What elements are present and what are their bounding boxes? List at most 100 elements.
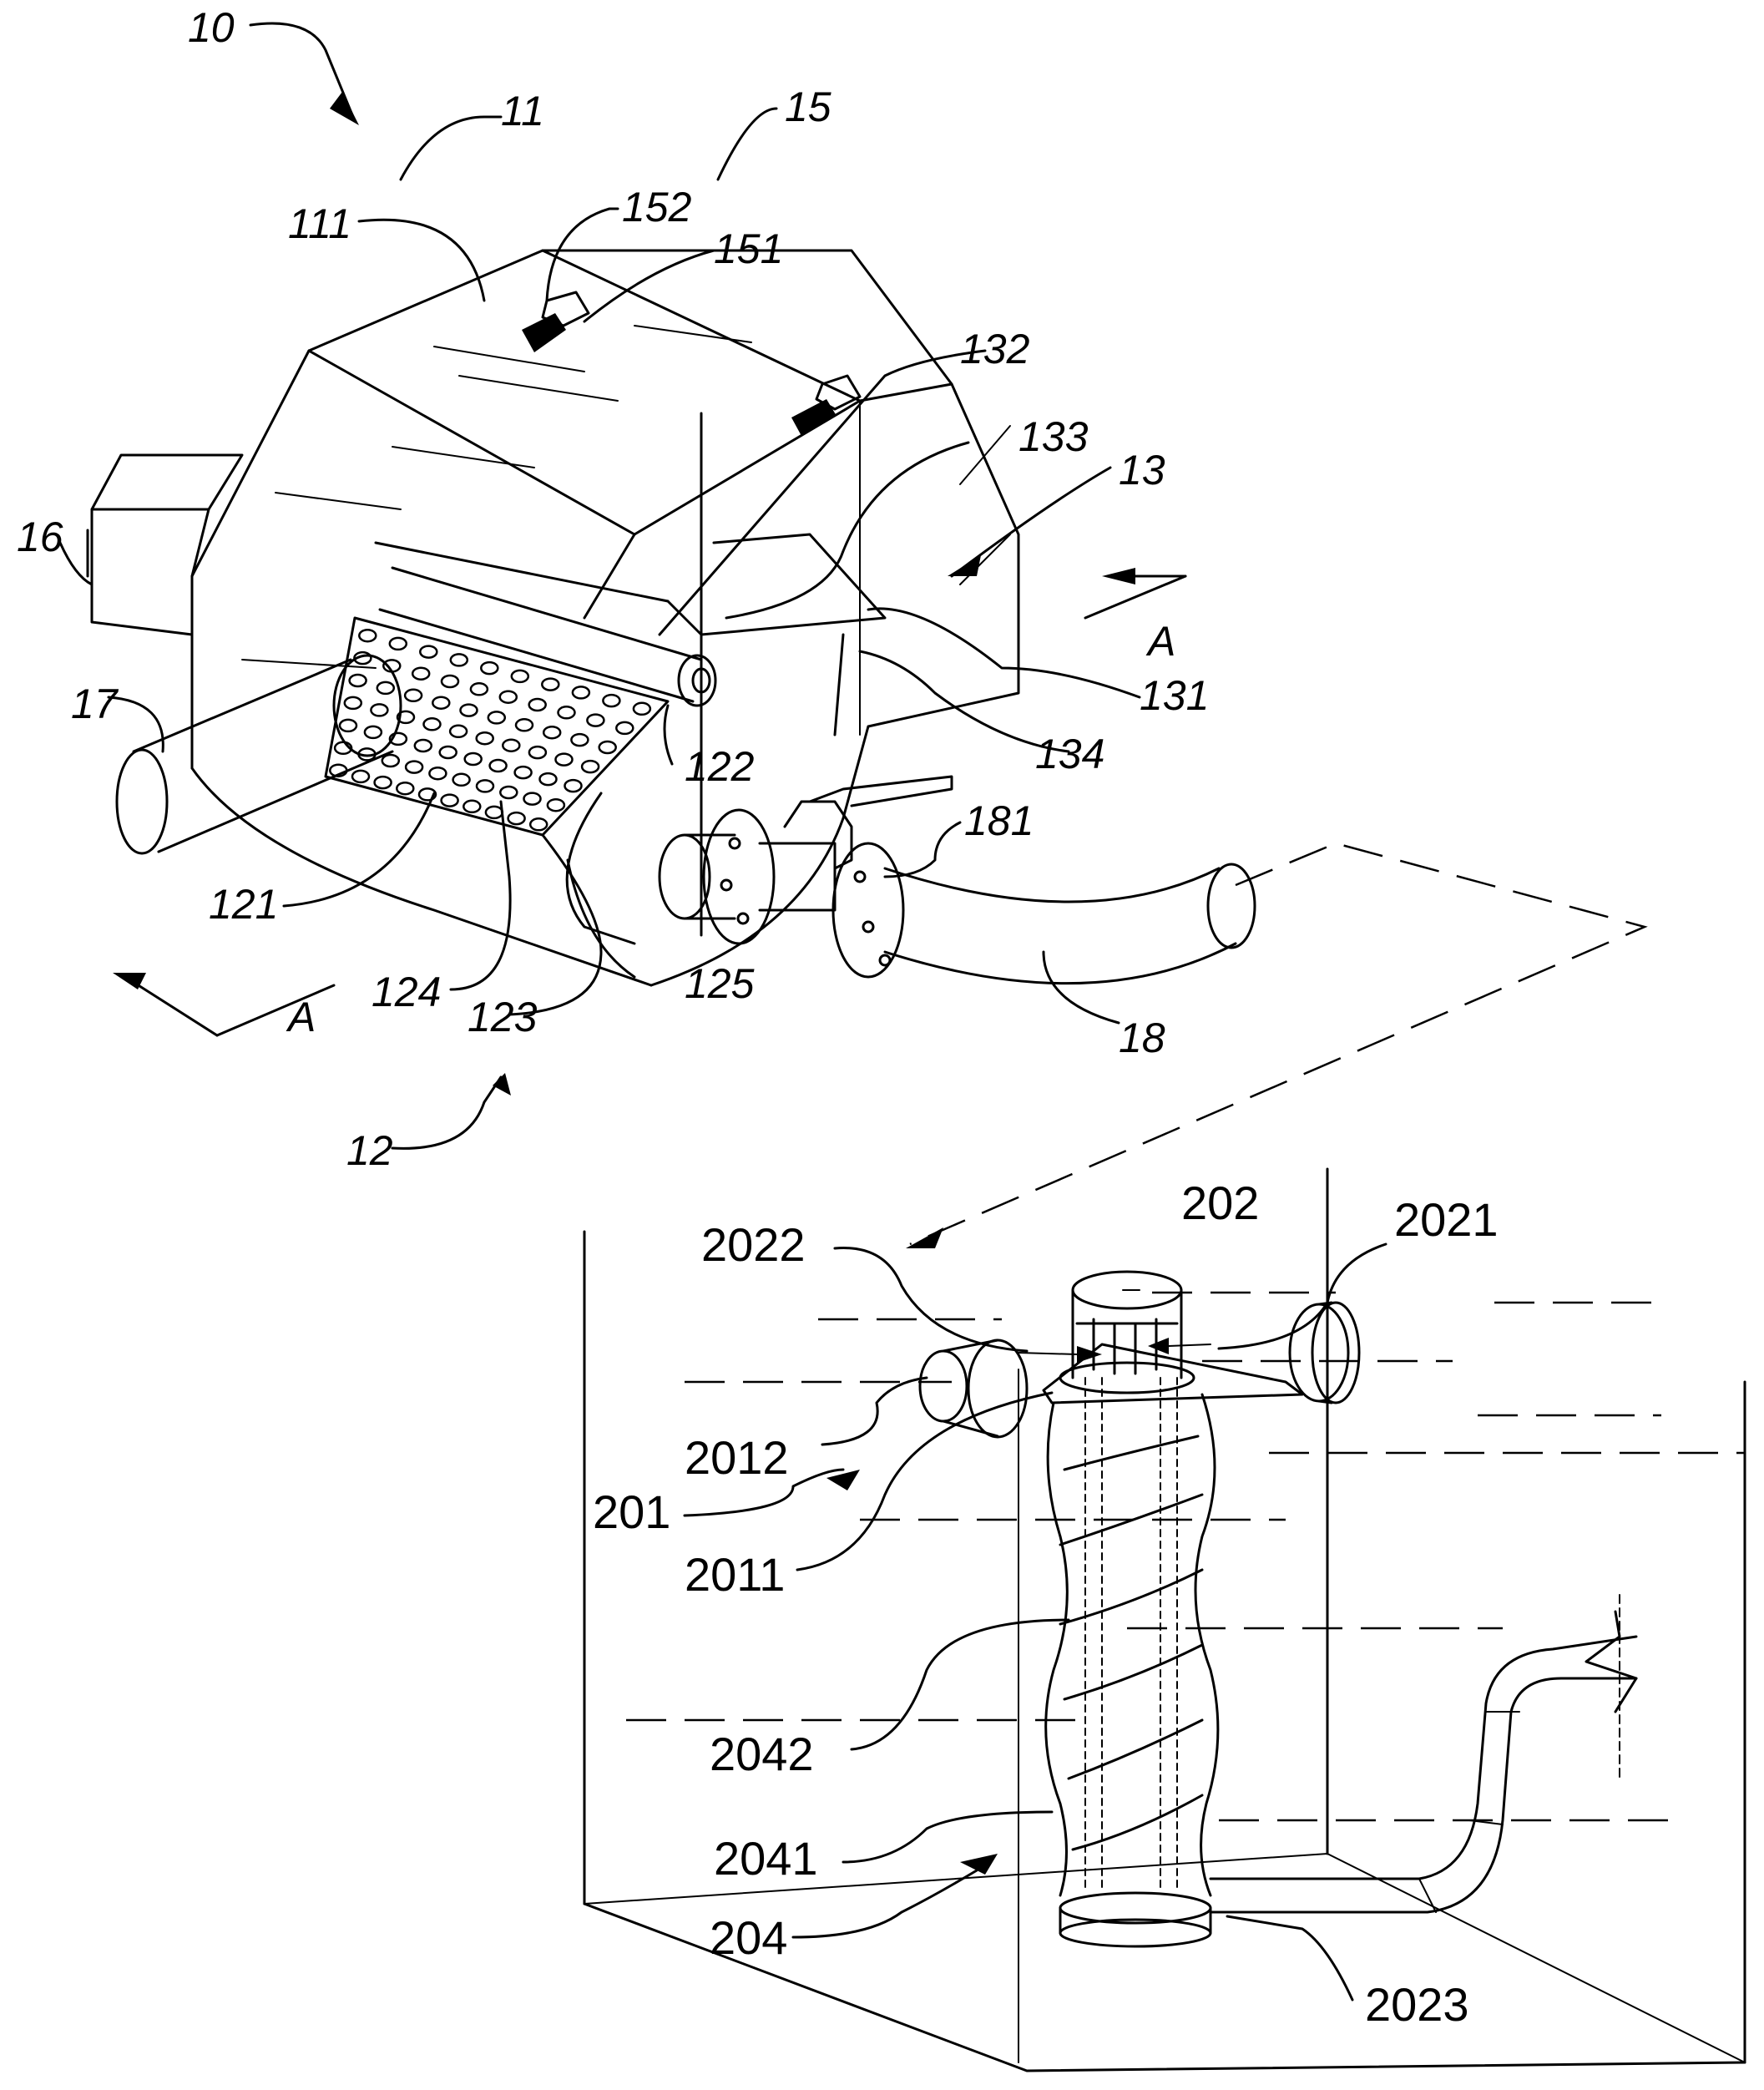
reference-labels: 10 11 15 111 152 151 132 133 13 16 17 13… xyxy=(17,4,1499,2031)
leader-lines xyxy=(58,22,1387,2001)
screen-hole xyxy=(523,792,542,806)
screen-hole xyxy=(448,724,468,739)
label-17: 17 xyxy=(71,681,119,727)
label-15: 15 xyxy=(785,83,831,130)
screen-hole xyxy=(370,703,389,717)
screen-hole xyxy=(484,805,504,820)
bolt-152 xyxy=(522,291,590,352)
screen-hole xyxy=(351,769,371,784)
screen-hole xyxy=(358,628,377,643)
screen-hole xyxy=(396,781,415,796)
label-152: 152 xyxy=(622,184,692,230)
label-204: 204 xyxy=(710,1911,787,1964)
label-2041: 2041 xyxy=(714,1832,818,1885)
screen-hole xyxy=(598,740,617,755)
screen-hole xyxy=(428,766,447,781)
screen-hole xyxy=(528,745,548,760)
label-2022: 2022 xyxy=(701,1218,806,1271)
screen-hole xyxy=(338,718,358,733)
inlet-pipe-17 xyxy=(115,654,402,855)
label-2042: 2042 xyxy=(710,1728,814,1780)
separator-device xyxy=(90,249,1256,1037)
label-10: 10 xyxy=(188,4,235,51)
screen-hole xyxy=(499,785,518,800)
section-label-a-left: A xyxy=(286,994,316,1040)
screen-hole xyxy=(411,666,431,681)
screen-hole xyxy=(586,713,605,727)
screen-hole xyxy=(388,636,408,651)
label-202: 202 xyxy=(1181,1177,1259,1229)
label-18: 18 xyxy=(1119,1015,1165,1061)
screen-hole xyxy=(528,817,548,832)
screen-hole xyxy=(413,738,433,753)
screen-hole xyxy=(488,758,508,773)
label-181: 181 xyxy=(964,797,1034,844)
label-124: 124 xyxy=(372,969,441,1015)
screen-holes xyxy=(329,628,652,832)
screen-hole xyxy=(376,681,396,696)
screen-hole xyxy=(452,772,471,787)
label-12: 12 xyxy=(346,1127,393,1174)
screen-hole xyxy=(462,799,482,814)
label-2012: 2012 xyxy=(685,1431,789,1484)
screen-hole xyxy=(449,653,469,667)
screen-hole xyxy=(510,669,530,684)
label-122: 122 xyxy=(685,743,755,790)
screen-hole xyxy=(528,697,547,712)
screen-hole xyxy=(513,765,533,780)
label-134: 134 xyxy=(1035,731,1104,777)
screen-hole xyxy=(554,752,574,767)
screen-hole xyxy=(571,686,591,700)
screen-hole xyxy=(396,710,416,725)
screen-hole xyxy=(487,711,507,725)
screen-hole xyxy=(363,725,383,740)
label-2011: 2011 xyxy=(685,1548,785,1601)
screen-hole xyxy=(381,753,401,768)
screen-hole xyxy=(498,690,518,704)
screen-hole xyxy=(432,696,451,710)
label-201: 201 xyxy=(593,1485,670,1538)
screen-hole xyxy=(480,660,499,676)
bolt-151 xyxy=(791,374,862,436)
screen-hole xyxy=(542,725,562,740)
tank xyxy=(583,1167,1746,2072)
section-arrow-a-left xyxy=(113,973,336,1037)
screen-hole xyxy=(502,738,521,752)
label-123: 123 xyxy=(468,994,538,1040)
label-132: 132 xyxy=(960,326,1030,372)
label-133: 133 xyxy=(1018,413,1089,460)
label-125: 125 xyxy=(685,960,755,1007)
screen-hole xyxy=(570,732,589,747)
screen-hole xyxy=(343,696,363,711)
screen-hole xyxy=(546,797,566,812)
screen-hole xyxy=(403,688,423,703)
label-11: 11 xyxy=(501,88,544,134)
screen-hole xyxy=(419,645,438,659)
section-label-a-right: A xyxy=(1145,618,1175,665)
screen-hole xyxy=(475,731,494,746)
screen-hole xyxy=(440,793,459,807)
valve-181 xyxy=(658,775,953,979)
screen-hole xyxy=(463,751,483,767)
screen-hole xyxy=(541,677,560,691)
cyclone-assembly xyxy=(918,1270,1638,1948)
screen-hole xyxy=(404,760,424,774)
screen-hole xyxy=(602,693,621,708)
label-131: 131 xyxy=(1140,672,1209,719)
label-111: 111 xyxy=(288,200,351,247)
screen-hole xyxy=(459,703,478,717)
screen-hole xyxy=(580,759,600,774)
label-2023: 2023 xyxy=(1365,1978,1469,2031)
screen-hole xyxy=(538,772,558,787)
screen-hole xyxy=(422,717,442,731)
screen-hole xyxy=(373,775,392,790)
screen-hole xyxy=(557,706,576,720)
screen-hole xyxy=(615,721,634,736)
screen-hole xyxy=(440,674,460,689)
label-16: 16 xyxy=(17,514,63,560)
screen-hole xyxy=(564,778,583,793)
screen-hole xyxy=(469,682,489,696)
screen-hole xyxy=(348,673,367,688)
label-121: 121 xyxy=(209,881,278,928)
label-2021: 2021 xyxy=(1394,1193,1499,1246)
